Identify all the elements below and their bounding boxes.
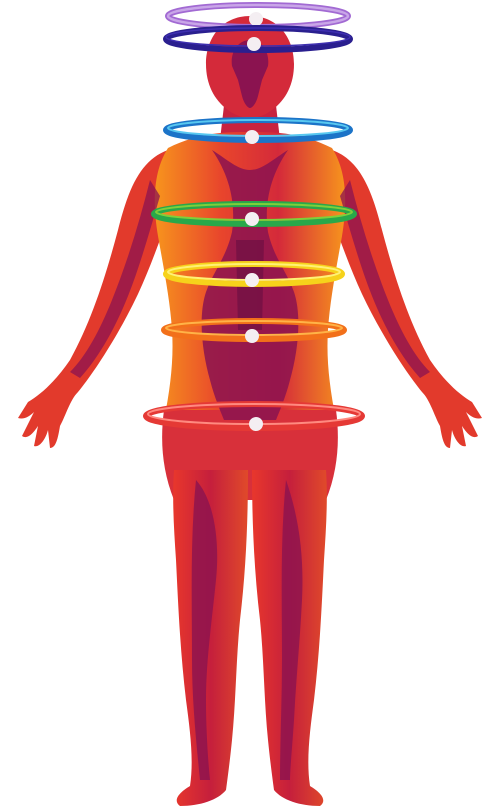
heart-node xyxy=(245,212,259,226)
crown-chakra xyxy=(168,5,348,27)
third-eye-node xyxy=(247,37,261,51)
solar-plexus-node xyxy=(245,273,259,287)
crown-node xyxy=(249,12,263,26)
throat-node xyxy=(245,130,259,144)
sacral-node xyxy=(245,329,259,343)
root-node xyxy=(249,417,263,431)
